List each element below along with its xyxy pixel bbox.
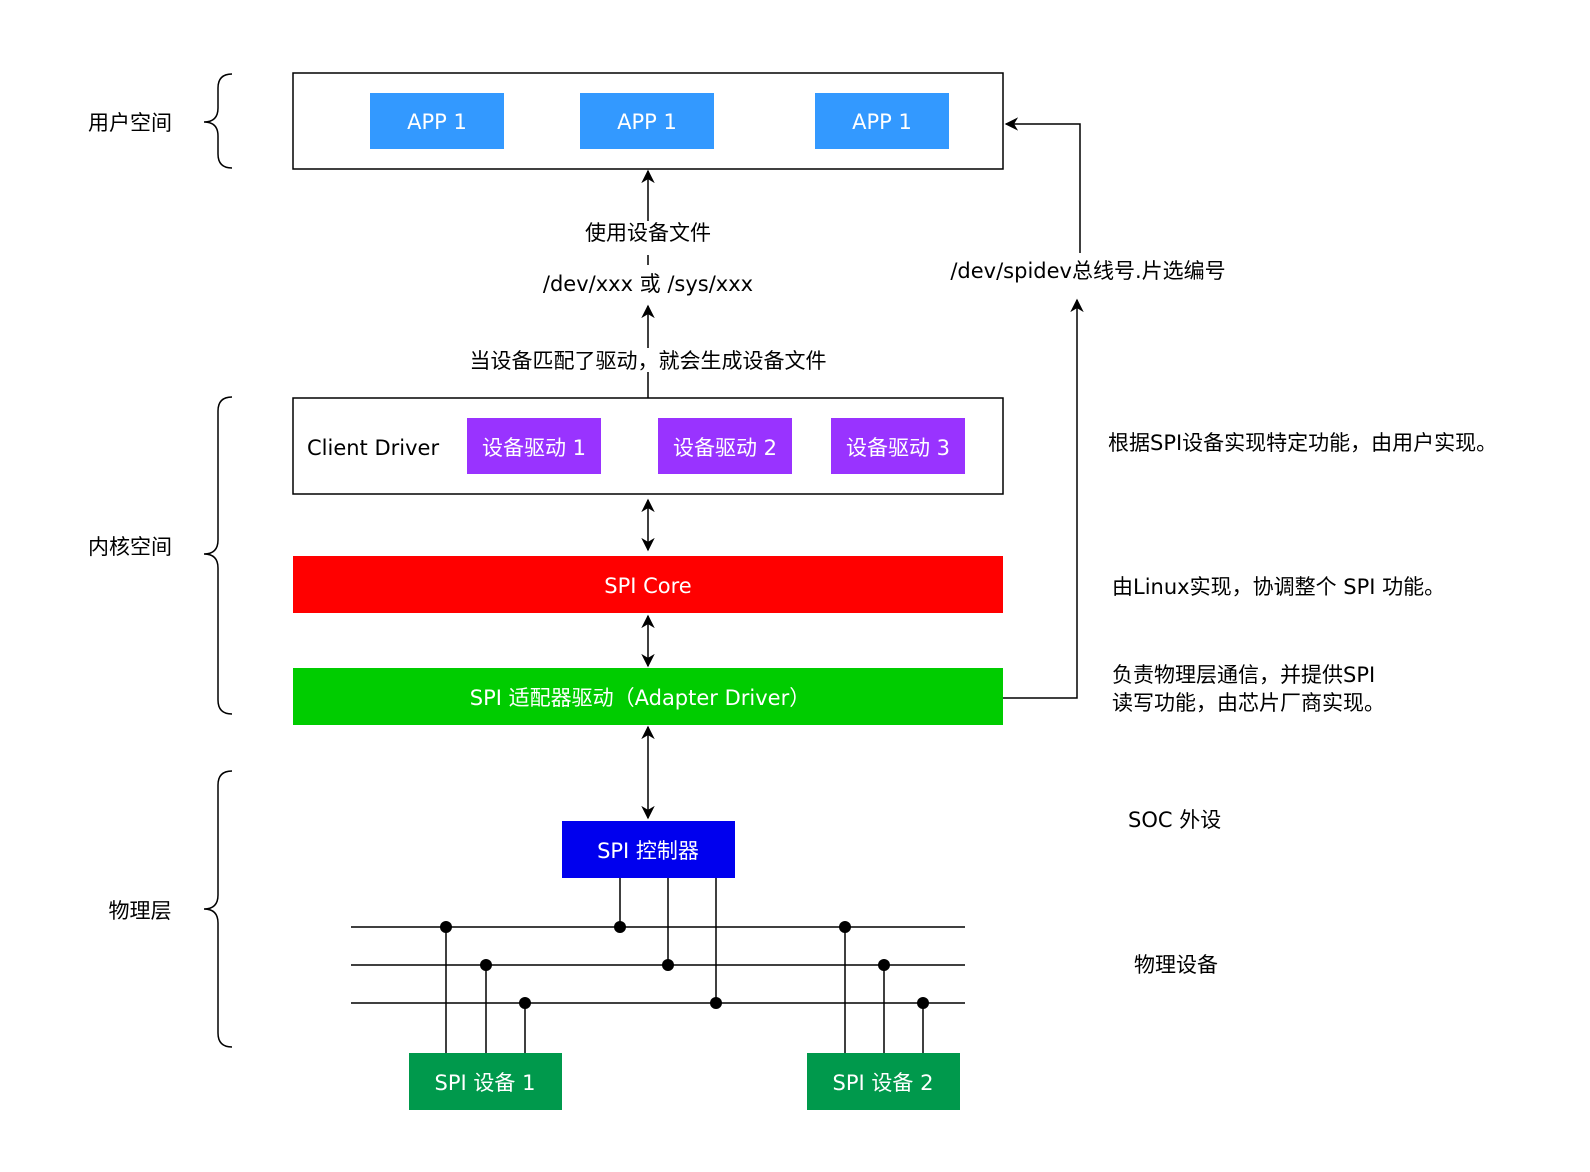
bus-junction-dot [440, 921, 452, 933]
physical-layer-brace [203, 770, 233, 1048]
user-space-label: 用户空间 [88, 111, 172, 135]
app-box-3 [815, 93, 949, 149]
device-driver-box-3 [831, 418, 965, 474]
soc-peripheral-label: SOC 外设 [1128, 808, 1221, 832]
adapter-description-line2: 读写功能，由芯片厂商实现。 [1112, 691, 1385, 715]
bus-junction-dot [839, 921, 851, 933]
spi-core-description: 由Linux实现，协调整个 SPI 功能。 [1112, 575, 1445, 599]
client-driver-label: Client Driver [307, 436, 439, 460]
spi-device-box-2 [807, 1053, 960, 1110]
physical-devices-label: 物理设备 [1134, 953, 1218, 977]
spi-device-box-1 [409, 1053, 562, 1110]
bus-junction-dot [614, 921, 626, 933]
kernel-space-label: 内核空间 [88, 535, 172, 559]
spi-device-label: SPI 设备 2 [833, 1071, 934, 1095]
app-label: APP 1 [617, 110, 677, 134]
app-box-2 [580, 93, 714, 149]
device-driver-label: 设备驱动 2 [673, 436, 777, 460]
client-driver-description: 根据SPI设备实现特定功能，由用户实现。 [1108, 431, 1497, 455]
device-driver-label: 设备驱动 1 [482, 436, 586, 460]
spi-device-label: SPI 设备 1 [435, 1071, 536, 1095]
app-label: APP 1 [407, 110, 467, 134]
bus-junction-dot [519, 997, 531, 1009]
bus-junction-dot [710, 997, 722, 1009]
adapter-description-line1: 负责物理层通信，并提供SPI [1112, 663, 1375, 687]
app-box-1 [370, 93, 504, 149]
spi-core-bar [293, 556, 1003, 613]
app-label: APP 1 [852, 110, 912, 134]
dev-paths-label: /dev/xxx 或 /sys/xxx [543, 272, 753, 296]
device-driver-label: 设备驱动 3 [846, 436, 950, 460]
user-space-brace [203, 73, 233, 169]
spi-controller-box [562, 821, 735, 878]
device-driver-box-1 [467, 418, 601, 474]
adapter-driver-label: SPI 适配器驱动（Adapter Driver） [470, 686, 810, 710]
bus-junction-dot [917, 997, 929, 1009]
spidev-arrow [1003, 298, 1084, 699]
bus-junction-dot [662, 959, 674, 971]
adapter-driver-bar [293, 668, 1003, 725]
bus-junction-dot [878, 959, 890, 971]
bus-junction-dot [480, 959, 492, 971]
spi-core-label: SPI Core [604, 574, 691, 598]
generate-device-files-label: 当设备匹配了驱动，就会生成设备文件 [470, 349, 827, 373]
device-driver-box-2 [658, 418, 792, 474]
use-device-file-label: 使用设备文件 [585, 221, 711, 245]
spi-controller-label: SPI 控制器 [597, 839, 699, 863]
spidev-path-label: /dev/spidev总线号.片选编号 [950, 259, 1225, 283]
spidev-arrow [1004, 117, 1081, 253]
physical-layer-label: 物理层 [109, 899, 172, 923]
kernel-space-brace [203, 396, 233, 715]
